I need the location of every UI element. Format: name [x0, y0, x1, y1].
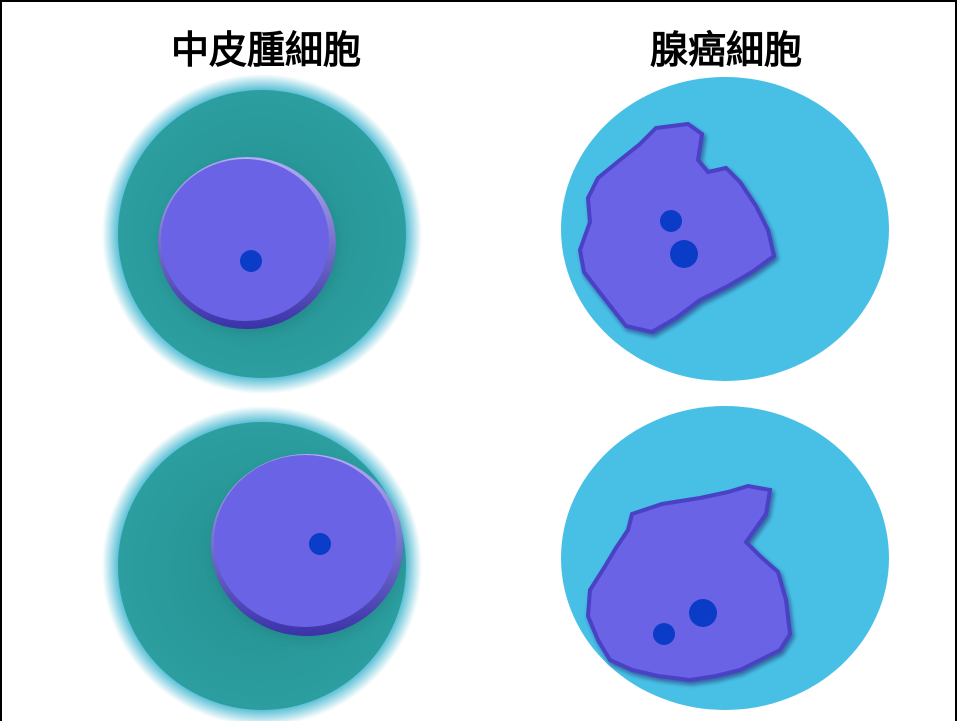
adenocarcinoma-cell-top: [561, 77, 889, 381]
adeno-nucleus-bottom: [585, 483, 793, 683]
meso-nucleolus-top: [240, 250, 262, 272]
mesothelioma-cell-bottom: [102, 406, 422, 721]
adeno-nucleolus-top-1: [660, 210, 682, 232]
adenocarcinoma-cell-bottom: [561, 406, 889, 710]
adeno-nucleolus-bottom-2: [653, 623, 675, 645]
mesothelioma-title: 中皮腫細胞: [170, 28, 361, 72]
adeno-nucleolus-bottom-1: [689, 599, 717, 627]
adenocarcinoma-title: 腺癌細胞: [649, 28, 802, 72]
mesothelioma-cell-top: [102, 74, 422, 394]
meso-nucleolus-bottom: [309, 533, 331, 555]
adeno-nucleolus-top-2: [670, 240, 698, 268]
